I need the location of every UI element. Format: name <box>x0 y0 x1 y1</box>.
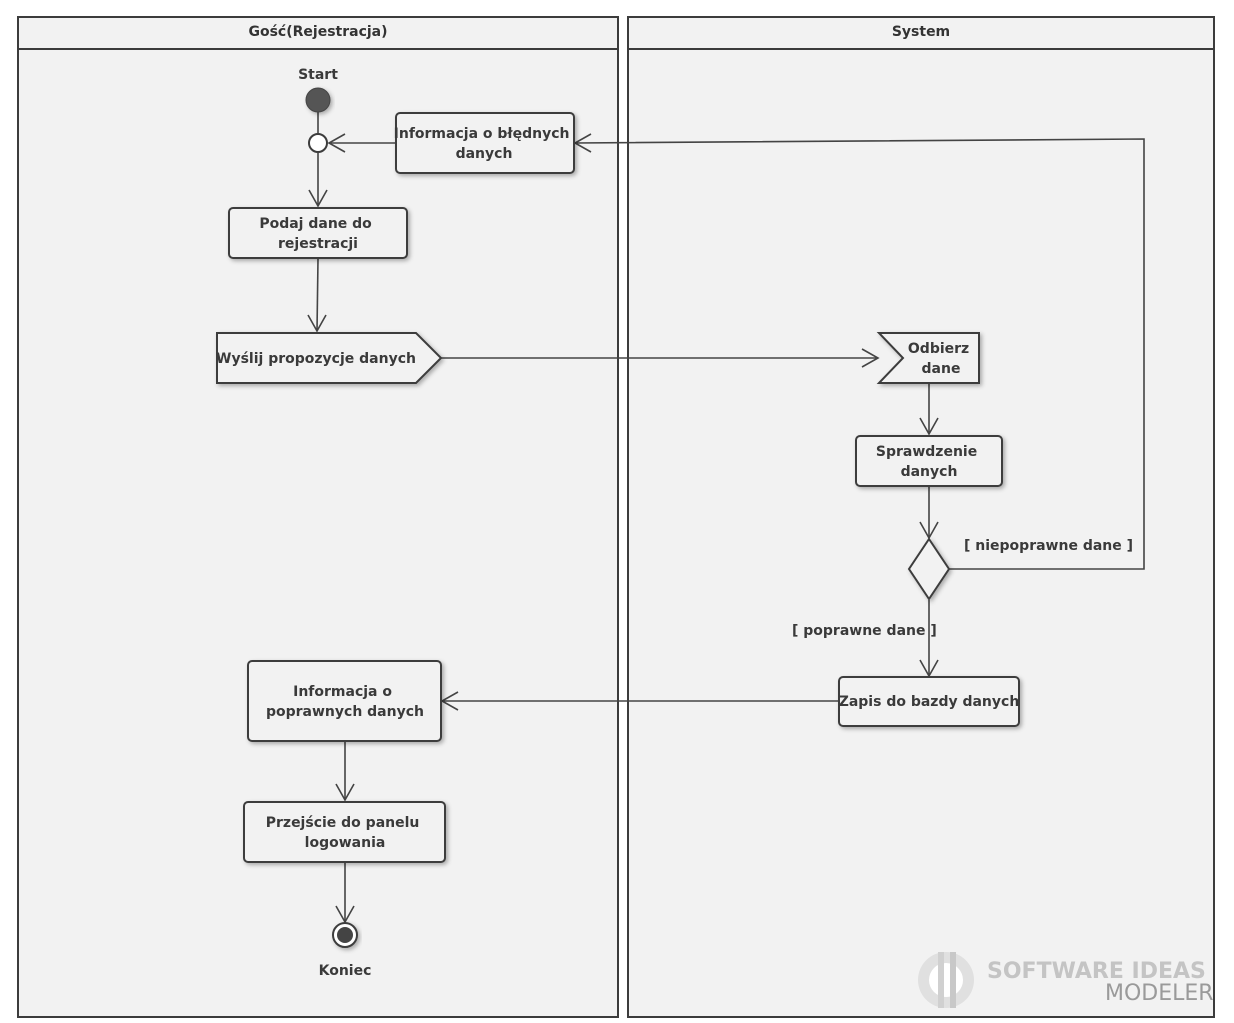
watermark: SOFTWARE IDEAS MODELER <box>918 952 1214 1008</box>
arrowhead-icon <box>307 314 327 333</box>
edge-decision-badinfo <box>574 138 1145 570</box>
action-check-data[interactable]: Sprawdzenie danych <box>855 435 1003 487</box>
watermark-logo-icon <box>918 952 974 1008</box>
action-label-line: Przejście do panelu <box>266 815 420 831</box>
svg-text:Odbierz dane: Odbierz dane <box>908 341 974 377</box>
action-label-line: logowania <box>305 835 386 851</box>
guard-valid: [ poprawne dane ] <box>792 623 937 639</box>
accept-event-action[interactable]: Odbierz dane <box>876 332 980 384</box>
svg-text:Przejście do panelu logo: Przejście do panelu logowania <box>266 815 425 851</box>
guard-invalid: [ niepoprawne dane ] <box>964 538 1133 554</box>
action-label-line: Podaj dane do <box>259 216 372 232</box>
edge-enter-send <box>316 258 319 332</box>
action-label-line: rejestracji <box>278 236 358 252</box>
action-valid-data-info[interactable]: Informacja o poprawnych danych <box>247 660 442 742</box>
svg-text:Informacja o błędnych da: Informacja o błędnych danych <box>394 126 575 162</box>
watermark-line1: SOFTWARE IDEAS <box>987 959 1206 984</box>
merge-node[interactable] <box>308 133 328 153</box>
svg-text:Informacja o poprawnych: Informacja o poprawnych danych <box>266 684 424 720</box>
action-label-line: dane <box>922 361 961 377</box>
action-label-line: Zapis do bazdy danych <box>839 694 1020 710</box>
action-save-to-db[interactable]: Zapis do bazdy danych <box>838 676 1020 727</box>
action-label-line: danych <box>456 146 513 162</box>
action-label-line: Sprawdzenie <box>876 444 977 460</box>
arrowhead-icon <box>919 417 939 436</box>
action-label-line: danych <box>901 464 958 480</box>
swimlane-title-guest: Gość(Rejestracja) <box>248 24 387 40</box>
arrowhead-icon <box>308 189 328 208</box>
swimlane-title-system: System <box>892 24 950 40</box>
action-bad-data-info[interactable]: Informacja o błędnych danych <box>394 112 575 174</box>
end-label: Koniec <box>319 963 372 979</box>
action-label-line: poprawnych danych <box>266 704 424 720</box>
svg-text:Sprawdzenie danych: Sprawdzenie danych <box>876 444 982 480</box>
initial-node[interactable]: Start <box>298 67 338 113</box>
arrowhead-icon <box>861 348 880 368</box>
final-node-inner-icon <box>337 927 353 943</box>
arrowhead-icon <box>327 133 346 153</box>
start-label: Start <box>298 67 338 83</box>
action-goto-login[interactable]: Przejście do panelu logowania <box>243 801 446 863</box>
action-label-line: Informacja o błędnych <box>394 126 570 142</box>
arrowhead-icon <box>335 783 355 802</box>
decision-node[interactable] <box>907 537 951 601</box>
watermark-line2: MODELER <box>1105 981 1214 1006</box>
action-label-line: Odbierz <box>908 341 969 357</box>
final-node[interactable]: Koniec <box>319 922 372 979</box>
svg-text:Podaj dane do rejestracj: Podaj dane do rejestracji <box>259 216 376 252</box>
action-enter-data[interactable]: Podaj dane do rejestracji <box>228 207 408 259</box>
action-label-line: Informacja o <box>293 684 392 700</box>
swimlane-system: System <box>627 16 1215 1018</box>
send-signal-action[interactable]: Wyślij propozycje danych <box>216 332 443 384</box>
initial-node-icon <box>305 87 331 113</box>
send-signal-label: Wyślij propozycje danych <box>216 351 416 367</box>
